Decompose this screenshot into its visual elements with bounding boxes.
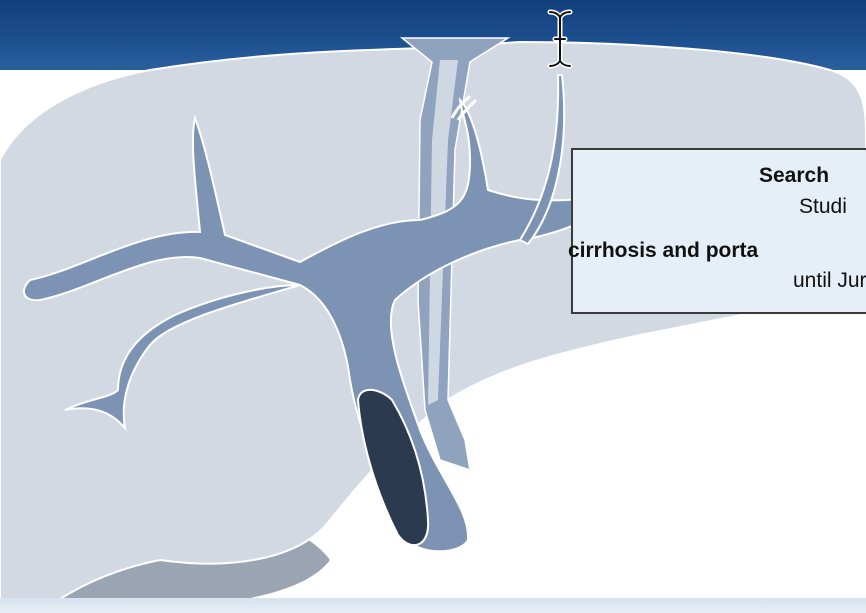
callout-line-cirrhosis: cirrhosis and porta (568, 237, 758, 265)
callout-line-until: until Jur (793, 267, 866, 295)
footer-band (0, 598, 866, 613)
i-beam-cursor-icon (545, 8, 575, 70)
search-callout-box: Search Studi cirrhosis and porta until J… (571, 148, 866, 314)
callout-line-search: Search (759, 162, 829, 190)
callout-line-studies: Studi (799, 193, 847, 221)
